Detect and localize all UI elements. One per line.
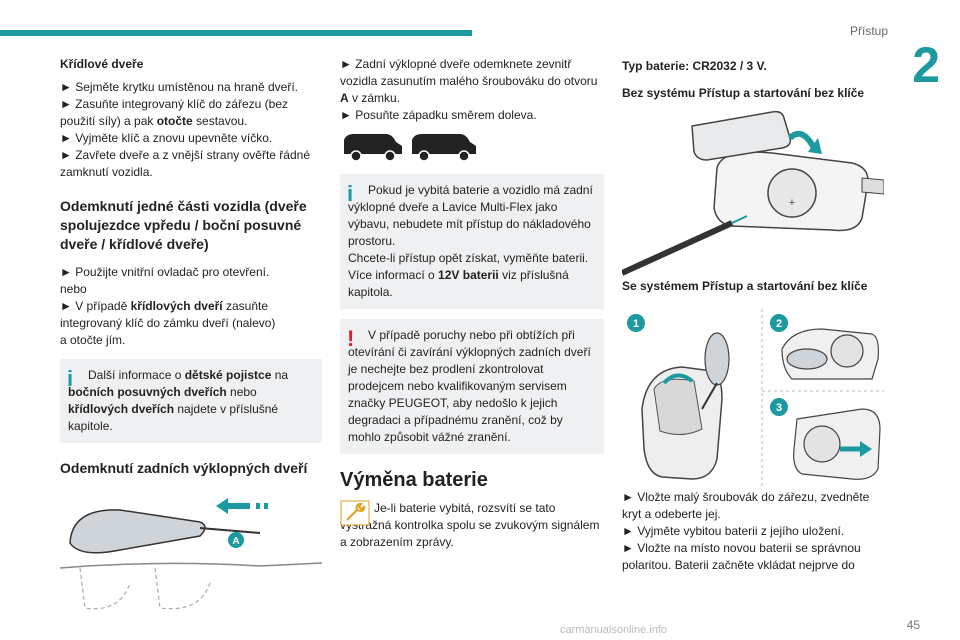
keyless-battery-illustration: 1 2 3 xyxy=(622,309,884,489)
watermark: carmanualsonline.info xyxy=(560,624,668,636)
tailgate-lock-illustration: A xyxy=(59,488,323,618)
step-text: ► Použijte vnitřní ovladač pro otevření. xyxy=(60,265,270,279)
section-title: Přístup xyxy=(849,24,888,38)
column-1: Křídlové dveře ► Sejměte krytku umístěno… xyxy=(59,56,323,618)
key-battery-illustration: + xyxy=(620,108,885,278)
warning-icon: ! xyxy=(347,326,355,351)
key-fob-illustration-svg: + xyxy=(620,110,885,276)
no-keyless-title: Bez systému Přístup a startování bez klí… xyxy=(622,86,865,100)
wing-doors-title: Křídlové dveře xyxy=(60,57,144,71)
warning-text: V případě poruchy nebo při obtížích při … xyxy=(348,328,591,444)
badge-1: 1 xyxy=(633,318,639,330)
step-text: ► Sejměte krytku umístěnou na hraně dveř… xyxy=(60,80,298,94)
info-text: Další informace o dětské pojistce na boč… xyxy=(68,368,289,433)
step-text: ► Vložte malý šroubovák do zářezu, zvedn… xyxy=(622,490,870,521)
van-silhouettes-icon xyxy=(344,134,476,162)
step-text: ► Vyjměte vybitou baterii z jejího ulože… xyxy=(622,524,845,538)
badge-2: 2 xyxy=(776,318,782,330)
keyless-title: Se systémem Přístup a startování bez klí… xyxy=(622,279,868,293)
info-box: i Další informace o dětské pojistce na b… xyxy=(60,359,322,443)
step-text: ► Vložte na místo novou baterii se správ… xyxy=(622,541,861,572)
or-text: nebo xyxy=(60,282,87,296)
label-a: A xyxy=(232,536,239,547)
battery-warning-row: Je-li baterie vybitá, rozsvítí se tato v… xyxy=(340,500,604,551)
battery-heading: Výměna baterie xyxy=(340,469,488,491)
info-icon: i xyxy=(347,181,354,206)
column-3: Typ baterie: CR2032 / 3 V. Bez systému P… xyxy=(620,56,885,574)
step-text: ► V případě křídlových dveří zasuňte int… xyxy=(60,299,276,330)
info-text: Pokud je vybitá baterie a vozidlo má zad… xyxy=(348,183,593,248)
step-text: ► Zavřete dveře a z vnější strany ověřte… xyxy=(60,148,310,179)
step-text: ► Vyjměte klíč a znovu upevněte víčko. xyxy=(60,131,273,145)
step-text: ► Zadní výklopné dveře odemknete zevnitř… xyxy=(340,57,598,105)
column-2: ► Zadní výklopné dveře odemknete zevnitř… xyxy=(340,56,604,551)
info-icon: i xyxy=(67,366,74,391)
chapter-color-bar xyxy=(0,30,472,36)
step-text: ► Zasuňte integrovaný klíč do zářezu (be… xyxy=(60,97,288,128)
badge-3: 3 xyxy=(776,402,782,414)
keyless-fob-illustration-svg: 1 2 3 xyxy=(627,309,884,489)
step-text: ► Posuňte západku směrem doleva. xyxy=(340,108,537,122)
tailgate-illustration-svg: A xyxy=(59,498,323,610)
van-icons xyxy=(340,130,604,164)
unlock-heading: Odemknutí jedné části vozidla (dveře spo… xyxy=(60,198,307,252)
wrench-warning-icon xyxy=(340,500,370,526)
battery-type: Typ baterie: CR2032 / 3 V. xyxy=(622,59,767,73)
step-text: a otočte jím. xyxy=(60,333,126,347)
battery-text: Je-li baterie vybitá, rozsvítí se tato v… xyxy=(340,501,600,549)
svg-text:+: + xyxy=(789,197,795,209)
info-box: i Pokud je vybitá baterie a vozidlo má z… xyxy=(340,174,604,309)
warning-box: ! V případě poruchy nebo při obtížích př… xyxy=(340,319,604,454)
chapter-number: 2 xyxy=(912,37,940,93)
info-text: Chcete-li přístup opět získat, vyměňte b… xyxy=(348,251,589,299)
page-number: 45 xyxy=(906,618,920,632)
rear-unlock-heading: Odemknutí zadních výklopných dveří xyxy=(60,460,308,476)
